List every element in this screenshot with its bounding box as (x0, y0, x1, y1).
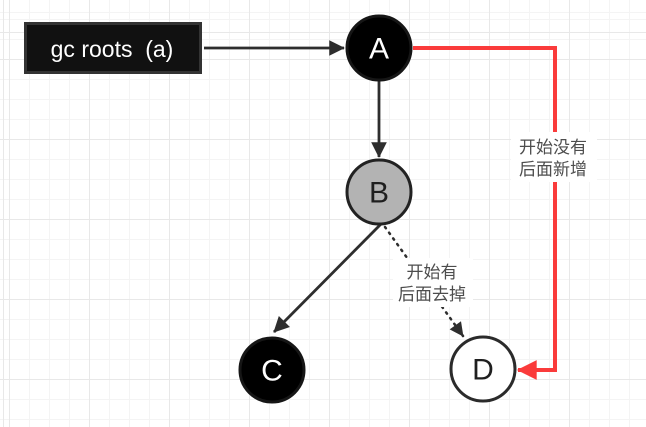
edge-label-b-to-d-line1: 开始有 (407, 263, 458, 282)
node-c[interactable]: C (238, 336, 306, 404)
node-c-label: C (261, 355, 283, 388)
edge-label-a-to-d-bg (511, 132, 597, 182)
gc-roots-rect[interactable] (24, 22, 202, 74)
node-a[interactable]: A (345, 14, 413, 82)
node-b-label: B (369, 177, 389, 210)
edge-label-a-to-d-line2: 后面新增 (519, 160, 587, 179)
node-d-label: D (472, 354, 494, 387)
node-c-circle[interactable] (238, 336, 306, 404)
edge-label-a-to-d[interactable]: 开始没有 后面新增 (511, 132, 597, 182)
edge-b-to-d[interactable] (383, 225, 465, 338)
node-d[interactable]: D (449, 335, 517, 403)
gc-roots-box[interactable]: gc roots (a) (24, 22, 202, 74)
edge-label-b-to-d-bg (393, 258, 473, 307)
gc-roots-label: gc roots (a) (51, 36, 174, 62)
edge-b-to-c[interactable] (273, 223, 382, 333)
node-b-circle[interactable] (345, 158, 413, 226)
edge-label-a-to-d-line1: 开始没有 (519, 138, 587, 157)
node-d-circle[interactable] (449, 335, 517, 403)
node-b[interactable]: B (345, 158, 413, 226)
edge-label-b-to-d-line2: 后面去掉 (398, 285, 466, 304)
node-a-label: A (369, 33, 389, 66)
node-a-circle[interactable] (345, 14, 413, 82)
edge-label-b-to-d[interactable]: 开始有 后面去掉 (393, 258, 473, 307)
edge-a-to-d-highlight[interactable] (413, 46, 557, 380)
